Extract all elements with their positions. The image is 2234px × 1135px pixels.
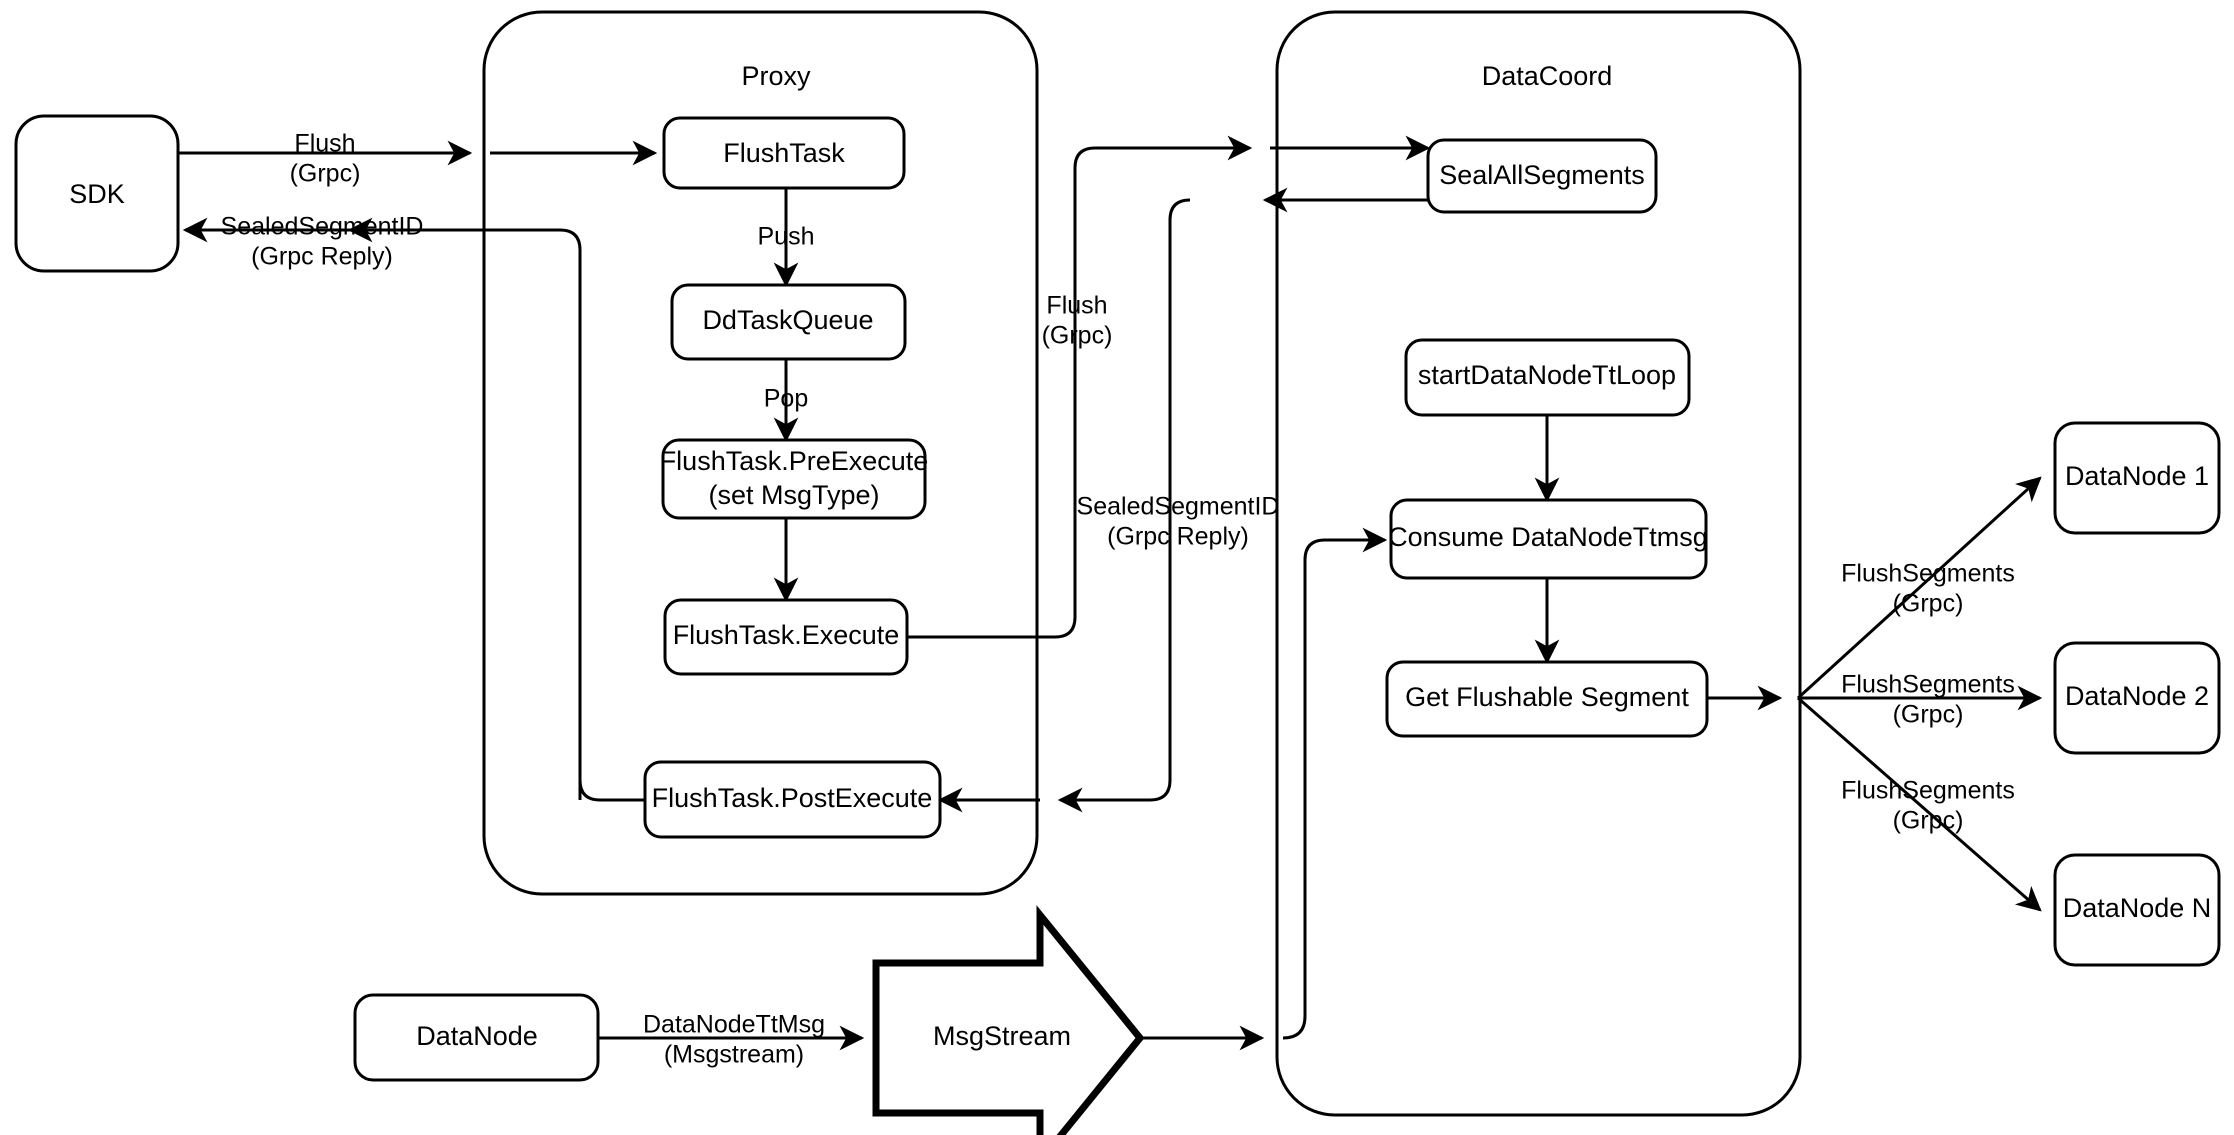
label-proxy-to-sdk: SealedSegmentID (Grpc Reply) [221, 213, 424, 271]
preexecute-label-line1: FlushTask.PreExecute [660, 446, 929, 476]
label-sdk-to-proxy: Flush (Grpc) [290, 130, 361, 188]
ddtaskqueue-label: DdTaskQueue [702, 305, 873, 335]
flush-seg-n-label-line2: (Grpc) [1893, 807, 1964, 835]
pop-label: Pop [764, 385, 808, 413]
proxy-to-sdk-label-line1: SealedSegmentID [221, 213, 424, 241]
preexecute-rect[interactable] [661, 438, 927, 520]
node-postexecute[interactable]: FlushTask.PostExecute [643, 760, 942, 839]
datanode-n-rect[interactable] [2053, 853, 2221, 967]
postexecute-rect[interactable] [643, 760, 942, 839]
sdk-to-proxy-label-line1: Flush [294, 130, 355, 158]
ddtaskqueue-rect[interactable] [670, 283, 907, 361]
flush-seg-1-label-line1: FlushSegments [1841, 560, 2015, 588]
node-flushtask[interactable]: FlushTask [662, 116, 906, 190]
node-sdk[interactable]: SDK [14, 114, 180, 273]
node-consume-datanode-ttmsg[interactable]: Consume DataNodeTtmsg [1388, 498, 1708, 580]
consume-ttmsg-label: Consume DataNodeTtmsg [1388, 522, 1708, 552]
edge-fanout-datanode-n [1797, 696, 2042, 912]
node-datanode-n[interactable]: DataNode N [2053, 853, 2221, 967]
node-msgstream[interactable]: MsgStream [872, 905, 1145, 1135]
label-datanode-ttmsg: DataNodeTtMsg (Msgstream) [643, 1011, 825, 1069]
node-start-datanode-tt-loop[interactable]: startDataNodeTtLoop [1404, 338, 1691, 417]
label-flushsegments-2: FlushSegments (Grpc) [1841, 671, 2015, 729]
datanode-source-label: DataNode [416, 1021, 538, 1051]
sealallsegments-label: SealAllSegments [1439, 160, 1645, 190]
node-execute[interactable]: FlushTask.Execute [663, 598, 909, 676]
label-proxy-to-datacoord: Flush (Grpc) [1042, 292, 1113, 350]
postexecute-label: FlushTask.PostExecute [652, 783, 933, 813]
msgstream-arrow-shape[interactable] [872, 905, 1145, 1135]
edge-datacoord-to-proxy-reply [1057, 198, 1191, 813]
node-datanode-source[interactable]: DataNode [353, 993, 600, 1082]
node-preexecute[interactable]: FlushTask.PreExecute (set MsgType) [660, 438, 929, 520]
get-flushable-rect[interactable] [1385, 660, 1709, 738]
msgstream-label: MsgStream [933, 1021, 1071, 1051]
sdk-rect[interactable] [14, 114, 180, 273]
push-label: Push [758, 223, 815, 251]
edge-postexecute-to-sdk-return [347, 217, 582, 800]
sealallsegments-rect[interactable] [1426, 138, 1658, 214]
consume-ttmsg-rect[interactable] [1389, 498, 1708, 580]
proxy-to-sdk-label-line2: (Grpc Reply) [251, 243, 393, 271]
datacoord-container-title: DataCoord [1482, 61, 1613, 91]
node-ddtaskqueue[interactable]: DdTaskQueue [670, 283, 907, 361]
label-flushsegments-n: FlushSegments (Grpc) [1841, 777, 2015, 835]
start-tt-loop-label: startDataNodeTtLoop [1418, 360, 1676, 390]
node-datanode-2[interactable]: DataNode 2 [2053, 641, 2221, 755]
flushtask-label: FlushTask [723, 138, 845, 168]
edge-fanout-datanode-1 [1796, 476, 2042, 700]
flush-seg-2-label-line1: FlushSegments [1841, 671, 2015, 699]
flush-seg-2-label-line2: (Grpc) [1893, 701, 1964, 729]
start-tt-loop-rect[interactable] [1404, 338, 1691, 417]
ttmsg-label-line2: (Msgstream) [664, 1041, 804, 1069]
ttmsg-label-line1: DataNodeTtMsg [643, 1011, 825, 1039]
flush-seg-n-label-line1: FlushSegments [1841, 777, 2015, 805]
sdk-label: SDK [69, 179, 125, 209]
datanode-2-rect[interactable] [2053, 641, 2221, 755]
sdk-to-proxy-label-line2: (Grpc) [290, 160, 361, 188]
execute-label: FlushTask.Execute [673, 620, 900, 650]
dc-to-proxy-label-line2: (Grpc Reply) [1107, 523, 1249, 551]
node-datanode-1[interactable]: DataNode 1 [2053, 421, 2221, 535]
label-flushsegments-1: FlushSegments (Grpc) [1841, 560, 2015, 618]
node-get-flushable-segment[interactable]: Get Flushable Segment [1385, 660, 1709, 738]
node-sealallsegments[interactable]: SealAllSegments [1426, 138, 1658, 214]
datanode-n-label: DataNode N [2063, 893, 2212, 923]
edge-execute-to-datacoord [907, 135, 1253, 639]
datanode-1-rect[interactable] [2053, 421, 2221, 535]
datanode-1-label: DataNode 1 [2065, 461, 2209, 491]
dc-to-proxy-label-line1: SealedSegmentID [1077, 493, 1280, 521]
flushtask-rect[interactable] [662, 116, 906, 190]
label-datacoord-to-proxy: SealedSegmentID (Grpc Reply) [1077, 493, 1280, 551]
flush-seg-1-label-line2: (Grpc) [1893, 590, 1964, 618]
proxy-container-title: Proxy [741, 61, 811, 91]
proxy-to-dc-label-line1: Flush [1046, 292, 1107, 320]
datanode-source-rect[interactable] [353, 993, 600, 1082]
preexecute-label-line2: (set MsgType) [708, 480, 879, 510]
execute-rect[interactable] [663, 598, 909, 676]
edge-datacoord-ttmsg-routing [1282, 527, 1388, 1040]
get-flushable-label: Get Flushable Segment [1405, 682, 1689, 712]
datanode-2-label: DataNode 2 [2065, 681, 2209, 711]
proxy-to-dc-label-line2: (Grpc) [1042, 322, 1113, 350]
edge-postexecute-left-stub [578, 779, 645, 802]
